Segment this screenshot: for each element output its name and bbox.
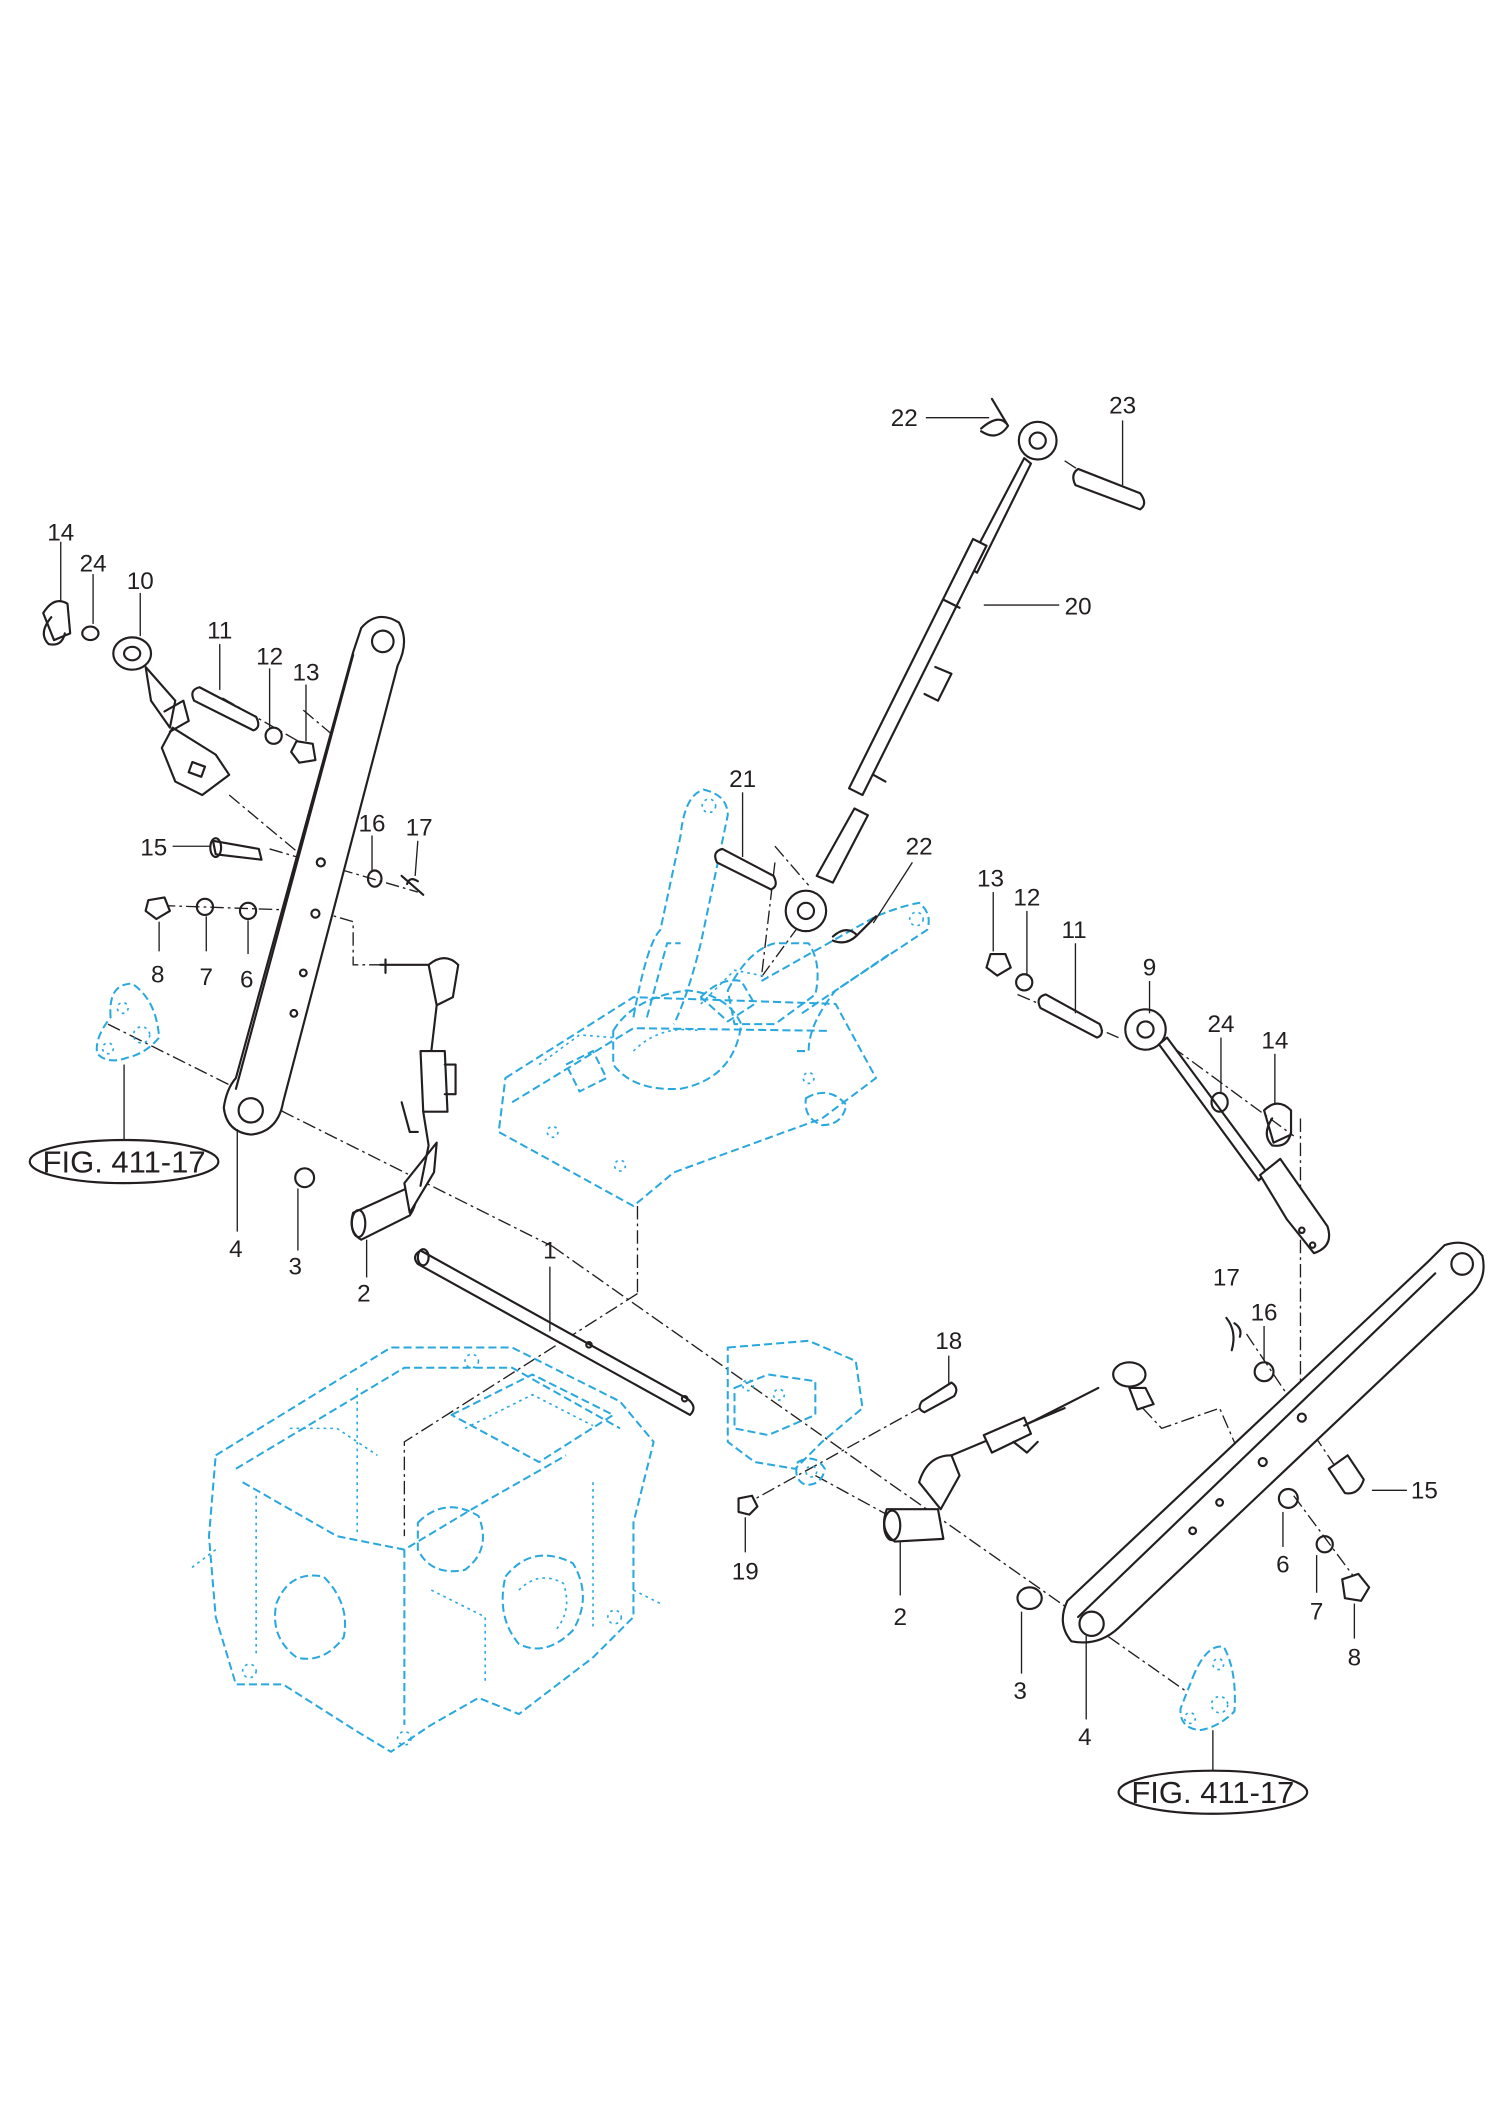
figure-ref-oval-right [1117,1769,1309,1815]
callout-8-left: 8 [151,961,165,988]
callout-3-right: 3 [1013,1678,1026,1705]
lower-link-right [1061,1241,1485,1644]
callout-16-right: 16 [1251,1300,1278,1327]
reference-transmission-case [188,1346,661,1753]
callout-14-right: 14 [1261,1027,1288,1054]
callout-4-left: 4 [229,1236,243,1263]
callout-11-left: 11 [207,618,232,645]
callout-6-right: 6 [1276,1552,1289,1579]
small-parts-top-right [714,397,1146,944]
top-link-end-right [1124,1008,1331,1255]
top-link [784,420,1058,933]
figure-ref-right: FIG. 411-17 [1117,1769,1309,1815]
callout-17-left: 17 [406,814,433,841]
callout-7-right: 7 [1310,1599,1324,1626]
callout-7-left: 7 [200,964,214,991]
callout-23: 23 [1109,393,1136,420]
small-parts-left [42,600,425,1189]
lift-rod-right [883,1361,1155,1543]
lower-link-left [222,615,406,1136]
figure-ref-left: FIG. 411-17 [28,1138,220,1185]
callout-18: 18 [935,1328,962,1355]
callout-3-left: 3 [288,1254,302,1281]
reference-plate-right [1179,1645,1236,1732]
figure-ref-oval-left [28,1138,220,1185]
callout-11-right: 11 [1061,917,1086,944]
callout-12-right: 12 [1013,885,1040,912]
callout-19: 19 [732,1558,759,1585]
figure-ref-label-right: FIG. 411-17 [1131,1775,1294,1810]
reference-lift-housing [497,788,930,1208]
callout-1: 1 [543,1238,556,1265]
callout-14-left: 14 [47,519,74,546]
reference-plate-left [95,982,161,1062]
lift-rod-left [350,957,460,1241]
callout-9: 9 [1143,955,1157,982]
small-parts-right [737,952,1371,1611]
figure-ref-label-left: FIG. 411-17 [43,1144,206,1179]
callout-16-left: 16 [359,810,386,837]
cross-shaft [413,1248,695,1416]
callout-6-left: 6 [240,967,254,994]
callout-20: 20 [1065,593,1092,620]
callout-numbers: 14 24 10 11 12 13 15 16 17 8 7 6 4 3 2 1… [47,393,1438,1751]
callout-13-right: 13 [977,866,1004,893]
callout-12-left: 12 [256,643,283,670]
callout-2-left: 2 [357,1281,371,1308]
callout-15-right: 15 [1411,1477,1438,1504]
leader-lines [60,417,1407,1771]
callout-2-right: 2 [893,1604,906,1631]
reference-bracket-block [726,1339,864,1486]
callout-13-left: 13 [292,659,319,686]
callout-4-right: 4 [1078,1724,1092,1751]
callout-24-right: 24 [1207,1011,1234,1038]
callout-21: 21 [729,766,756,793]
callout-22-mid: 22 [906,833,933,860]
top-link-end-left [112,636,231,797]
callout-10: 10 [127,568,154,595]
callout-8-right: 8 [1348,1645,1362,1672]
callout-24-left: 24 [80,550,107,577]
callout-17-right: 17 [1213,1265,1240,1292]
callout-15-left: 15 [140,835,167,862]
callout-22-top: 22 [891,405,918,432]
